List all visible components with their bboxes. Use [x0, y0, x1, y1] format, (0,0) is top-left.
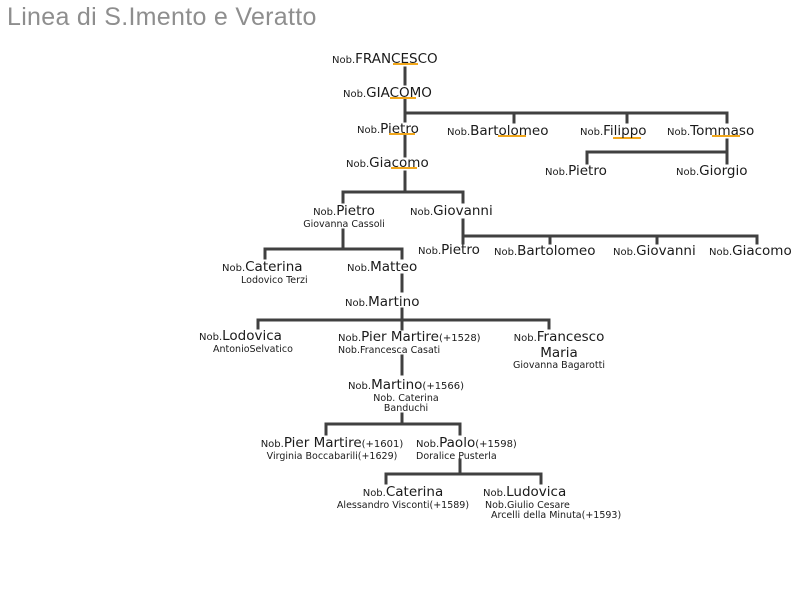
person-name: GIACOMO	[366, 85, 432, 101]
person-paolo: Nob.Paolo(+1598) Doralice Pusterla	[416, 433, 517, 462]
person-caterina-2: Nob.Caterina Alessandro Visconti(+1589)	[337, 482, 469, 511]
person-tommaso: Nob.Tommaso	[667, 121, 754, 140]
person-prefix: Nob.	[545, 167, 569, 178]
person-prefix: Nob.	[416, 439, 440, 450]
person-prefix: Nob.	[410, 207, 434, 218]
person-name: Pietro	[336, 203, 375, 219]
person-giacomo-2: Nob.Giacomo	[346, 153, 429, 172]
person-giacomo-3: Nob.Giacomo	[709, 241, 792, 260]
spouse-name: Alessandro Visconti(+1589)	[336, 499, 470, 511]
spouse-name: Lodovico Terzi	[241, 274, 308, 286]
person-giacomo: Nob.GIACOMO	[343, 83, 432, 102]
person-filippo: Nob.Filippo	[580, 121, 647, 140]
person-name: Paolo	[439, 435, 476, 451]
person-name: Pier Martire	[283, 435, 362, 451]
page-title: Linea di S.Imento e Veratto	[7, 3, 317, 31]
person-prefix: Nob.	[347, 381, 372, 392]
person-name: FRANCESCO	[355, 51, 438, 67]
spouse-name: Nob.Giulio Cesare	[485, 499, 570, 511]
person-name: Giorgio	[699, 163, 748, 179]
person-prefix: Nob.	[260, 439, 284, 450]
person-lodovica: Nob.Lodovica AntonioSelvatico	[199, 326, 293, 355]
person-giovanni-2: Nob.Giovanni	[613, 241, 696, 260]
person-pietro-3: Nob.Pietro	[418, 240, 480, 259]
person-name: Giovanni	[433, 203, 493, 219]
person-pier-martire: Nob.Pier Martire(+1528) Nob.Francesca Ca…	[338, 327, 481, 356]
person-prefix: Nob.	[676, 167, 700, 178]
person-name: Pietro	[568, 163, 607, 179]
person-name: Caterina	[385, 484, 444, 500]
spouse-name: Giovanna Bagarotti	[513, 360, 605, 372]
person-prefix: Nob.	[332, 55, 356, 66]
person-pietro: Nob.Pietro	[357, 119, 419, 138]
person-name: Tommaso	[690, 123, 755, 139]
spouse-name-line-2: Banduchi	[383, 403, 429, 415]
person-name: Caterina	[245, 259, 303, 275]
person-name: Bartolomeo	[517, 243, 596, 259]
person-name: Giovanni	[636, 243, 696, 259]
person-name: Filippo	[603, 123, 647, 139]
spouse-name-line-2: Arcelli della Minuta(+1593)	[491, 510, 622, 522]
person-francesco: Nob.FRANCESCO	[332, 49, 438, 68]
person-name: Pietro	[441, 242, 480, 258]
person-pietro-2: Nob.Pietro Giovanna Cassoli	[303, 201, 385, 230]
person-name: Giacomo	[732, 243, 792, 259]
person-prefix: Nob.	[494, 247, 518, 258]
person-prefix: Nob.	[357, 125, 381, 136]
person-prefix: Nob.	[347, 263, 371, 274]
spouse-name: Nob.Francesca Casati	[338, 344, 441, 356]
spouse-name: AntonioSelvatico	[213, 343, 293, 355]
person-prefix: Nob.	[613, 247, 637, 258]
person-pietro-son-of-tommaso: Nob.Pietro	[545, 161, 607, 180]
person-bartolomeo: Nob.Bartolomeo	[447, 121, 549, 140]
person-prefix: Nob.	[199, 332, 223, 343]
spouse-name: Giovanna Cassoli	[303, 218, 385, 230]
person-caterina: Nob.Caterina Lodovico Terzi	[222, 257, 308, 286]
person-prefix: Nob.	[580, 127, 604, 138]
person-prefix: Nob.	[513, 333, 537, 344]
person-prefix: Nob.	[709, 247, 733, 258]
person-giovanni: Nob.Giovanni	[410, 201, 493, 220]
person-francesco-maria: Nob.Francesco Maria Giovanna Bagarotti	[513, 327, 605, 372]
person-ludovica: Nob.Ludovica Nob.Giulio Cesare Arcelli d…	[483, 482, 621, 522]
person-name: Martino	[368, 294, 420, 310]
person-pier-martire-2: Nob.Pier Martire(+1601) Virginia Boccaba…	[261, 433, 404, 462]
person-name: Matteo	[370, 259, 418, 275]
person-name: Martino	[371, 377, 423, 393]
person-bartolomeo-2: Nob.Bartolomeo	[494, 241, 596, 260]
death-year: (+1598)	[475, 439, 517, 450]
person-prefix: Nob.	[338, 333, 362, 344]
person-prefix: Nob.	[483, 488, 507, 499]
person-martino-2: Nob.Martino(+1566) Nob. Caterina Banduch…	[348, 375, 464, 415]
person-prefix: Nob.	[362, 488, 386, 499]
person-giorgio: Nob.Giorgio	[676, 161, 748, 180]
person-prefix: Nob.	[222, 263, 246, 274]
person-prefix: Nob.	[447, 127, 471, 138]
person-prefix: Nob.	[343, 89, 367, 100]
person-name: Francesco	[536, 329, 605, 345]
person-name: Giacomo	[369, 155, 429, 171]
person-name: Lodovica	[222, 328, 282, 344]
person-name: Pier Martire	[361, 329, 439, 345]
person-prefix: Nob.	[346, 159, 370, 170]
spouse-name: Doralice Pusterla	[416, 450, 497, 462]
death-year: (+1528)	[438, 333, 481, 344]
person-prefix: Nob.	[313, 207, 337, 218]
person-name-line-2: Maria	[540, 344, 578, 361]
death-year: (+1566)	[422, 381, 465, 392]
person-name: Pietro	[380, 121, 419, 137]
death-year: (+1601)	[361, 439, 404, 450]
spouse-name: Virginia Boccabarili(+1629)	[266, 450, 398, 462]
person-prefix: Nob.	[418, 246, 442, 257]
spouse-name: Nob. Caterina	[373, 392, 439, 404]
person-name: Ludovica	[506, 484, 567, 500]
person-matteo: Nob.Matteo	[347, 257, 417, 276]
person-name: Bartolomeo	[470, 123, 549, 139]
person-prefix: Nob.	[345, 298, 369, 309]
person-prefix: Nob.	[667, 127, 691, 138]
person-martino: Nob.Martino	[345, 292, 419, 311]
